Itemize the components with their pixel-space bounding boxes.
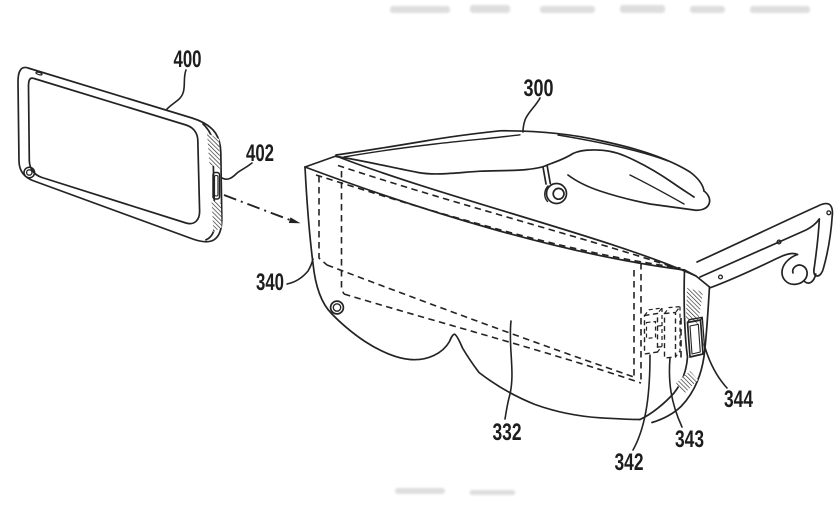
svg-text:343: 343: [675, 426, 704, 453]
svg-text:340: 340: [256, 269, 284, 296]
svg-text:400: 400: [174, 46, 202, 73]
svg-text:332: 332: [493, 419, 522, 446]
svg-text:300: 300: [524, 75, 554, 102]
svg-text:344: 344: [724, 386, 753, 413]
svg-text:342: 342: [615, 449, 644, 476]
svg-text:402: 402: [246, 140, 274, 167]
